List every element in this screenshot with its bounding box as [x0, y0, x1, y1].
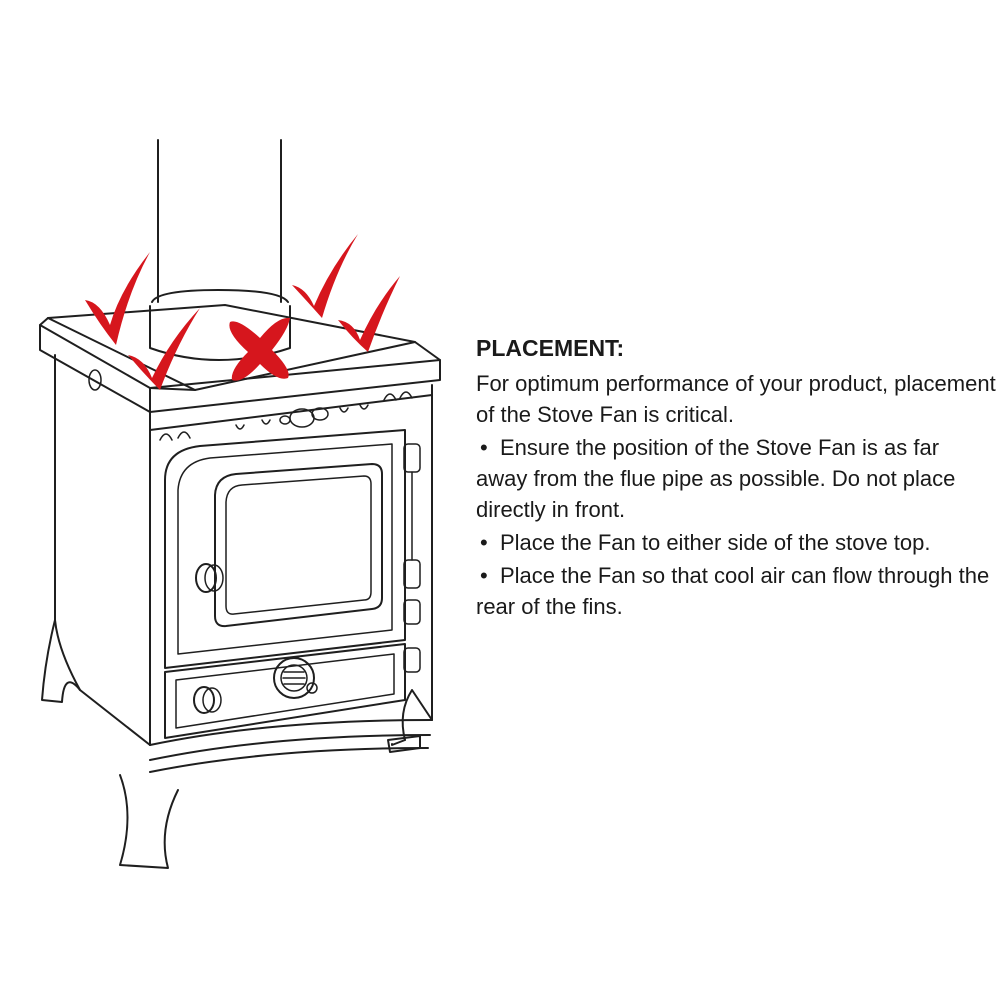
bullet-text: Place the Fan to either side of the stov… [500, 530, 931, 555]
bullet-glyph: • [480, 530, 488, 555]
stove-body [54, 354, 433, 746]
flue-pipe [149, 139, 291, 361]
check-mark-icon [292, 234, 358, 318]
check-mark-icon [128, 308, 200, 390]
door-hinges [403, 443, 421, 673]
placement-instructions: PLACEMENT: For optimum performance of yo… [476, 334, 996, 622]
check-mark-icon [338, 276, 400, 352]
placement-bullet-list: •Ensure the position of the Stove Fan is… [476, 432, 996, 622]
cross-mark-icon [229, 317, 290, 381]
check-mark-icon [85, 252, 150, 345]
placement-heading: PLACEMENT: [476, 335, 625, 361]
stove-illustration [39, 139, 441, 869]
placement-markers [85, 234, 400, 390]
stove-door [164, 429, 406, 669]
bullet-glyph: • [480, 563, 488, 588]
bullet-item: •Place the Fan so that cool air can flow… [476, 560, 996, 622]
stove-base [41, 619, 433, 869]
bullet-glyph: • [480, 435, 488, 460]
bullet-item: •Ensure the position of the Stove Fan is… [476, 432, 996, 525]
bullet-text: Ensure the position of the Stove Fan is … [476, 435, 956, 522]
ash-drawer [164, 643, 406, 739]
placement-intro: For optimum performance of your product,… [476, 371, 996, 427]
bullet-text: Place the Fan so that cool air can flow … [476, 563, 990, 619]
bullet-item: • Place the Fan to either side of the sto… [476, 527, 996, 558]
